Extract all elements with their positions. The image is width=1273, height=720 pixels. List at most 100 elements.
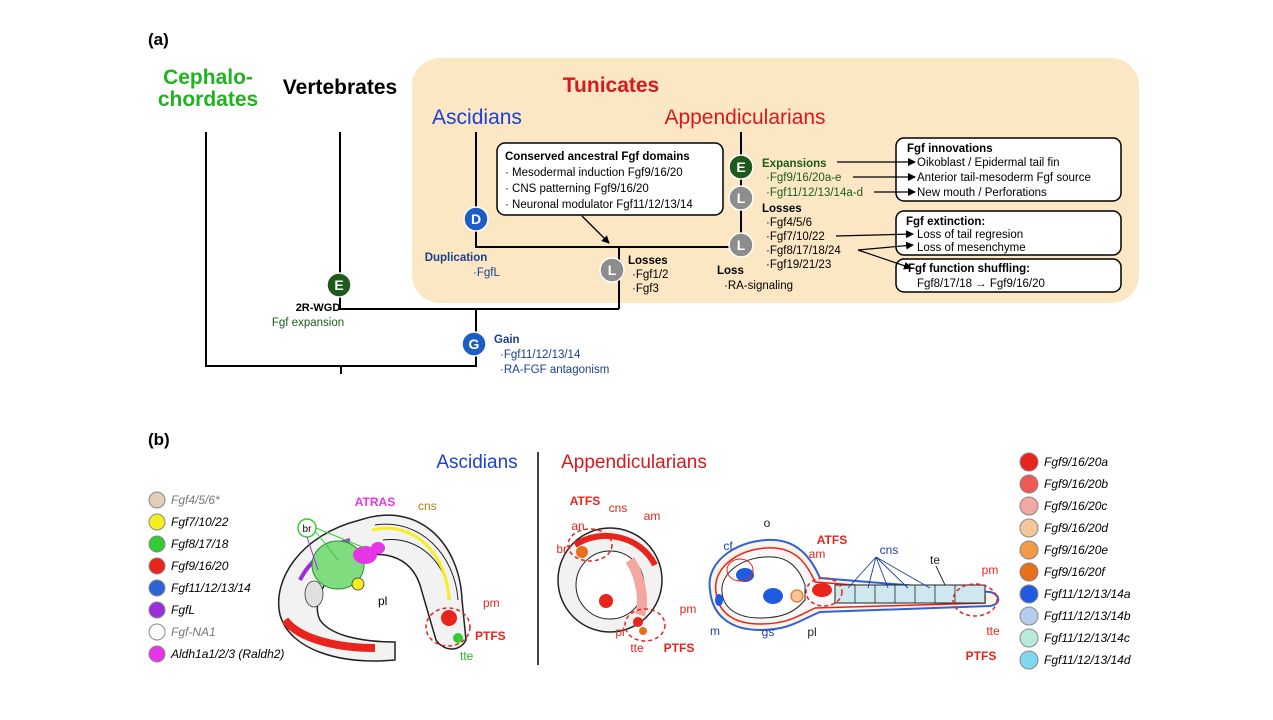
legend-item: Fgf11/12/13/14c: [1019, 628, 1130, 648]
innovation-arrows: [835, 158, 916, 270]
expansions-title: Expansions: [762, 158, 827, 170]
appendicularian-curled-embryo: [557, 527, 666, 642]
conserved-domain-item: · Mesodermal induction Fgf9/16/20: [505, 167, 683, 179]
legend-item: Fgf9/16/20b: [1019, 474, 1108, 494]
app-loss-item: ·Fgf7/10/22: [766, 231, 825, 243]
legend-item: Fgf7/10/22: [148, 513, 229, 531]
legend-item: Fgf9/16/20d: [1019, 518, 1108, 538]
app-curled-label-pm: pm: [680, 602, 697, 616]
app-loss-item: ·RA-signaling: [724, 280, 793, 292]
conserved-box-arrow: [581, 215, 610, 244]
shuffling-box: [895, 258, 1122, 293]
asc-label-br: br: [303, 524, 313, 535]
asc-label-pl: pl: [378, 594, 387, 608]
node-duplication: D: [463, 206, 489, 232]
extinction-box: [895, 210, 1122, 256]
panel-b-ascidians-title: Ascidians: [436, 452, 517, 473]
app-loss-title: Loss: [717, 265, 744, 277]
legend-item: Fgf11/12/13/14d: [1019, 650, 1131, 670]
svg-text:Aldh1a1/2/3 (Raldh2): Aldh1a1/2/3 (Raldh2): [170, 647, 284, 661]
tunicate-loss-item: ·Fgf3: [632, 283, 659, 295]
app-tadpole-label-cf: cf: [723, 539, 733, 553]
innovation-item: Anterior tail-mesoderm Fgf source: [917, 172, 1091, 184]
duplication-item: ·FgfL: [473, 267, 500, 279]
extinction-item: Loss of mesenchyme: [917, 242, 1026, 254]
legend-item: Fgf8/17/18: [148, 535, 229, 553]
duplication-title: Duplication: [425, 252, 488, 264]
app-tadpole-label-pm: pm: [982, 563, 999, 577]
taxon-appendicularians: Appendicularians: [664, 106, 825, 129]
innovations-box: [895, 137, 1122, 202]
svg-text:L: L: [737, 190, 746, 206]
app-losses-title: Losses: [762, 203, 802, 215]
panel-b-label: (b): [148, 430, 170, 449]
conserved-domains-title: Conserved ancestral Fgf domains: [505, 151, 690, 163]
asc-label-tte: tte: [460, 649, 474, 663]
panel-a-label: (a): [148, 30, 169, 49]
app-curled-label-am: am: [644, 509, 661, 523]
legend-item: Fgf9/16/20a: [1019, 452, 1108, 472]
legend-item: Fgf11/12/13/14: [148, 579, 251, 597]
app-loss-item: ·Fgf8/17/18/24: [766, 245, 841, 257]
legend-item: Fgf11/12/13/14b: [1019, 606, 1131, 626]
svg-text:E: E: [334, 277, 343, 293]
app-curled-label-an: an: [571, 519, 584, 533]
svg-text:Fgf9/16/20f: Fgf9/16/20f: [1044, 565, 1106, 579]
app-tadpole-label-te: te: [930, 553, 940, 567]
svg-text:Fgf11/12/13/14b: Fgf11/12/13/14b: [1044, 609, 1131, 623]
taxon-ascidians: Ascidians: [432, 106, 522, 129]
app-curled-label-tte: tte: [630, 641, 644, 655]
svg-text:D: D: [471, 211, 481, 227]
asc-label-cns: cns: [418, 499, 437, 513]
tree-branch-vertebrates: [339, 132, 619, 310]
node-app-losses: L: [728, 185, 754, 211]
app-tadpole-label-cns: cns: [880, 543, 899, 557]
app-tadpole-label-gs: gs: [762, 625, 775, 639]
extinction-title: Fgf extinction:: [906, 216, 985, 228]
appendicularian-tadpole: [708, 538, 1000, 632]
legend-item: Fgf-NA1: [148, 623, 216, 641]
gain-title: Gain: [494, 334, 520, 346]
app-tadpole-label-am: am: [809, 547, 826, 561]
gain-item: ·RA-FGF antagonism: [500, 364, 609, 376]
innovations-title: Fgf innovations: [907, 143, 993, 155]
shuffling-text: Fgf8/17/18 → Fgf9/16/20: [917, 278, 1045, 290]
app-tadpole-label-tte: tte: [986, 624, 1000, 638]
app-loss-item: ·Fgf4/5/6: [766, 217, 812, 229]
svg-text:G: G: [469, 336, 480, 352]
app-tadpole-label-pl: pl: [807, 625, 816, 639]
app-tadpole-label-m: m: [710, 624, 720, 638]
left-legend: Fgf4/5/6* Fgf7/10/22 Fgf8/17/18 Fgf9/16/…: [148, 491, 284, 663]
extinction-item: Loss of tail regresion: [917, 229, 1023, 241]
svg-text:Fgf7/10/22: Fgf7/10/22: [171, 515, 229, 529]
taxon-cephalochordates-line2: chordates: [158, 88, 258, 111]
conserved-domain-item: · CNS patterning Fgf9/16/20: [505, 183, 649, 195]
asc-label-ptfs: PTFS: [475, 629, 506, 643]
legend-item: Fgf11/12/13/14a: [1019, 584, 1131, 604]
svg-text:Fgf11/12/13/14a: Fgf11/12/13/14a: [1044, 587, 1131, 601]
node-app-expansion: E: [728, 154, 754, 180]
gain-item: ·Fgf11/12/13/14: [500, 349, 581, 361]
ascidian-embryo: [278, 514, 471, 662]
svg-text:Fgf11/12/13/14d: Fgf11/12/13/14d: [1044, 653, 1131, 667]
svg-text:Fgf4/5/6*: Fgf4/5/6*: [171, 493, 220, 507]
svg-text:Fgf9/16/20b: Fgf9/16/20b: [1044, 477, 1108, 491]
expansion-item: ·Fgf11/12/13/14a-d: [766, 187, 863, 199]
tunicate-loss-item: ·Fgf1/2: [632, 269, 668, 281]
expansion-item: ·Fgf9/16/20a-e: [766, 172, 841, 184]
asc-label-pm: pm: [483, 596, 500, 610]
legend-item: Fgf9/16/20e: [1019, 540, 1108, 560]
svg-text:Fgf9/16/20d: Fgf9/16/20d: [1044, 521, 1108, 535]
taxon-vertebrates: Vertebrates: [283, 76, 397, 99]
conserved-domain-item: · Neuronal modulator Fgf11/12/13/14: [505, 199, 693, 211]
asc-label-atras: ATRAS: [355, 495, 395, 509]
legend-item: Fgf9/16/20f: [1019, 562, 1106, 582]
right-legend: Fgf9/16/20a Fgf9/16/20b Fgf9/16/20c Fgf9…: [1019, 452, 1131, 670]
svg-text:Fgf9/16/20a: Fgf9/16/20a: [1044, 455, 1108, 469]
legend-item: Fgf9/16/20c: [1019, 496, 1107, 516]
svg-text:Fgf8/17/18: Fgf8/17/18: [171, 537, 229, 551]
svg-text:Fgf9/16/20c: Fgf9/16/20c: [1044, 499, 1107, 513]
node-tunicate-losses: L: [599, 257, 625, 283]
app-curled-label-cns: cns: [609, 501, 628, 515]
app-tadpole-label-o: o: [764, 516, 771, 530]
